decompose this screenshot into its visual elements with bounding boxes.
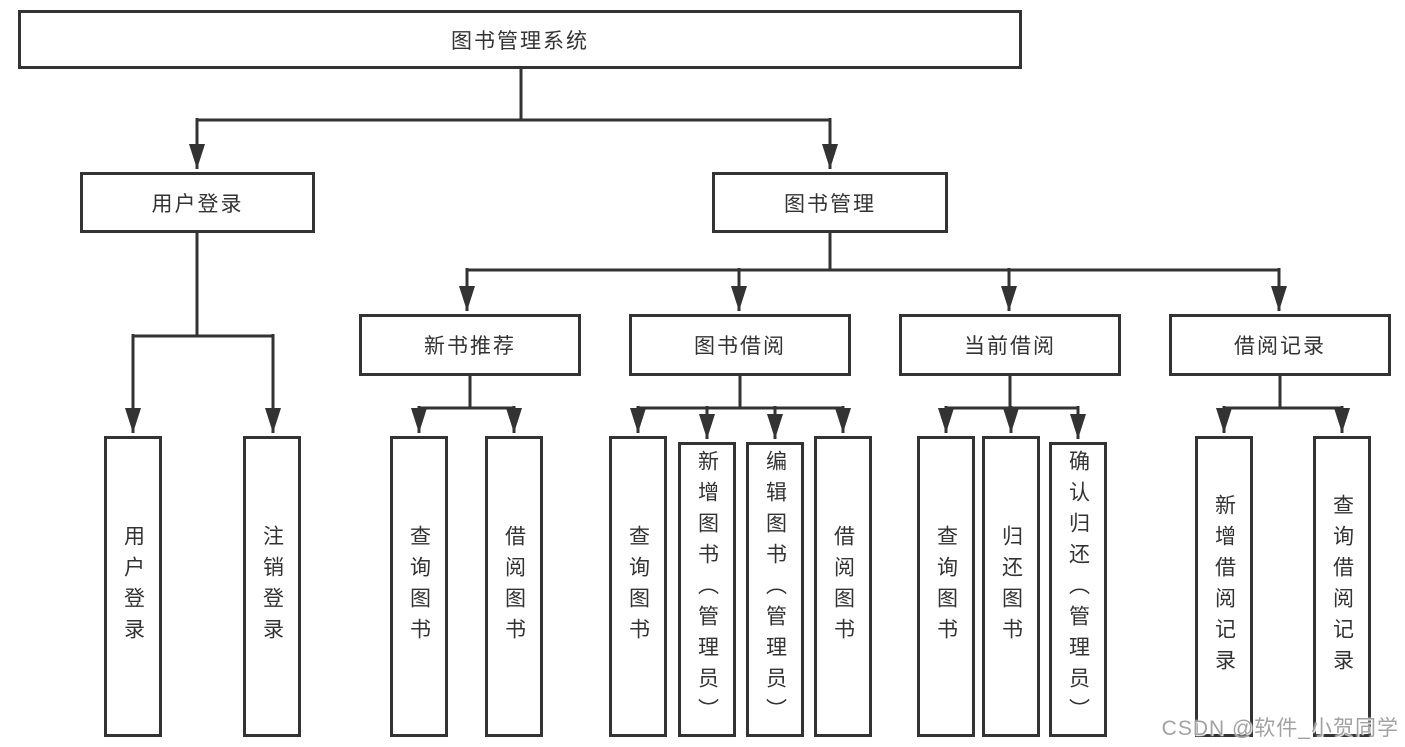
node-add-books-admin: 新增图书（管理员） bbox=[678, 442, 736, 737]
node-current-borrow: 当前借阅 bbox=[899, 314, 1121, 376]
node-query-books-current: 查询图书 bbox=[917, 436, 975, 737]
node-query-books-borrow: 查询图书 bbox=[609, 436, 667, 737]
node-book-borrow: 图书借阅 bbox=[629, 314, 851, 376]
node-new-book-recommend: 新书推荐 bbox=[359, 314, 581, 376]
node-user-login-leaf: 用户登录 bbox=[104, 436, 162, 737]
connector-book-borrow-children bbox=[630, 376, 851, 439]
node-query-borrow-record: 查询借阅记录 bbox=[1313, 436, 1371, 737]
connector-new-book-recommend-children bbox=[411, 376, 522, 433]
connector-user-login-children bbox=[125, 233, 281, 433]
csdn-watermark: CSDN @软件_小贺同学 bbox=[1161, 717, 1399, 740]
node-confirm-return-admin: 确认归还（管理员） bbox=[1049, 442, 1107, 737]
node-logout-leaf: 注销登录 bbox=[243, 436, 301, 737]
node-borrow-books-recommend: 借阅图书 bbox=[485, 436, 543, 737]
node-library-management-system: 图书管理系统 bbox=[18, 10, 1022, 69]
connector-root-to-level2 bbox=[189, 69, 838, 169]
node-return-books: 归还图书 bbox=[982, 436, 1040, 737]
connector-borrow-records-children bbox=[1216, 376, 1350, 433]
node-query-books-recommend: 查询图书 bbox=[390, 436, 448, 737]
node-borrow-books-leaf: 借阅图书 bbox=[814, 436, 872, 737]
node-user-login: 用户登录 bbox=[80, 172, 315, 233]
node-book-management: 图书管理 bbox=[712, 172, 948, 233]
connector-current-borrow-children bbox=[938, 376, 1086, 439]
node-edit-books-admin: 编辑图书（管理员） bbox=[746, 442, 804, 737]
connector-book-management-children bbox=[459, 233, 1287, 311]
node-add-borrow-record: 新增借阅记录 bbox=[1195, 436, 1253, 737]
node-borrow-records: 借阅记录 bbox=[1169, 314, 1391, 376]
